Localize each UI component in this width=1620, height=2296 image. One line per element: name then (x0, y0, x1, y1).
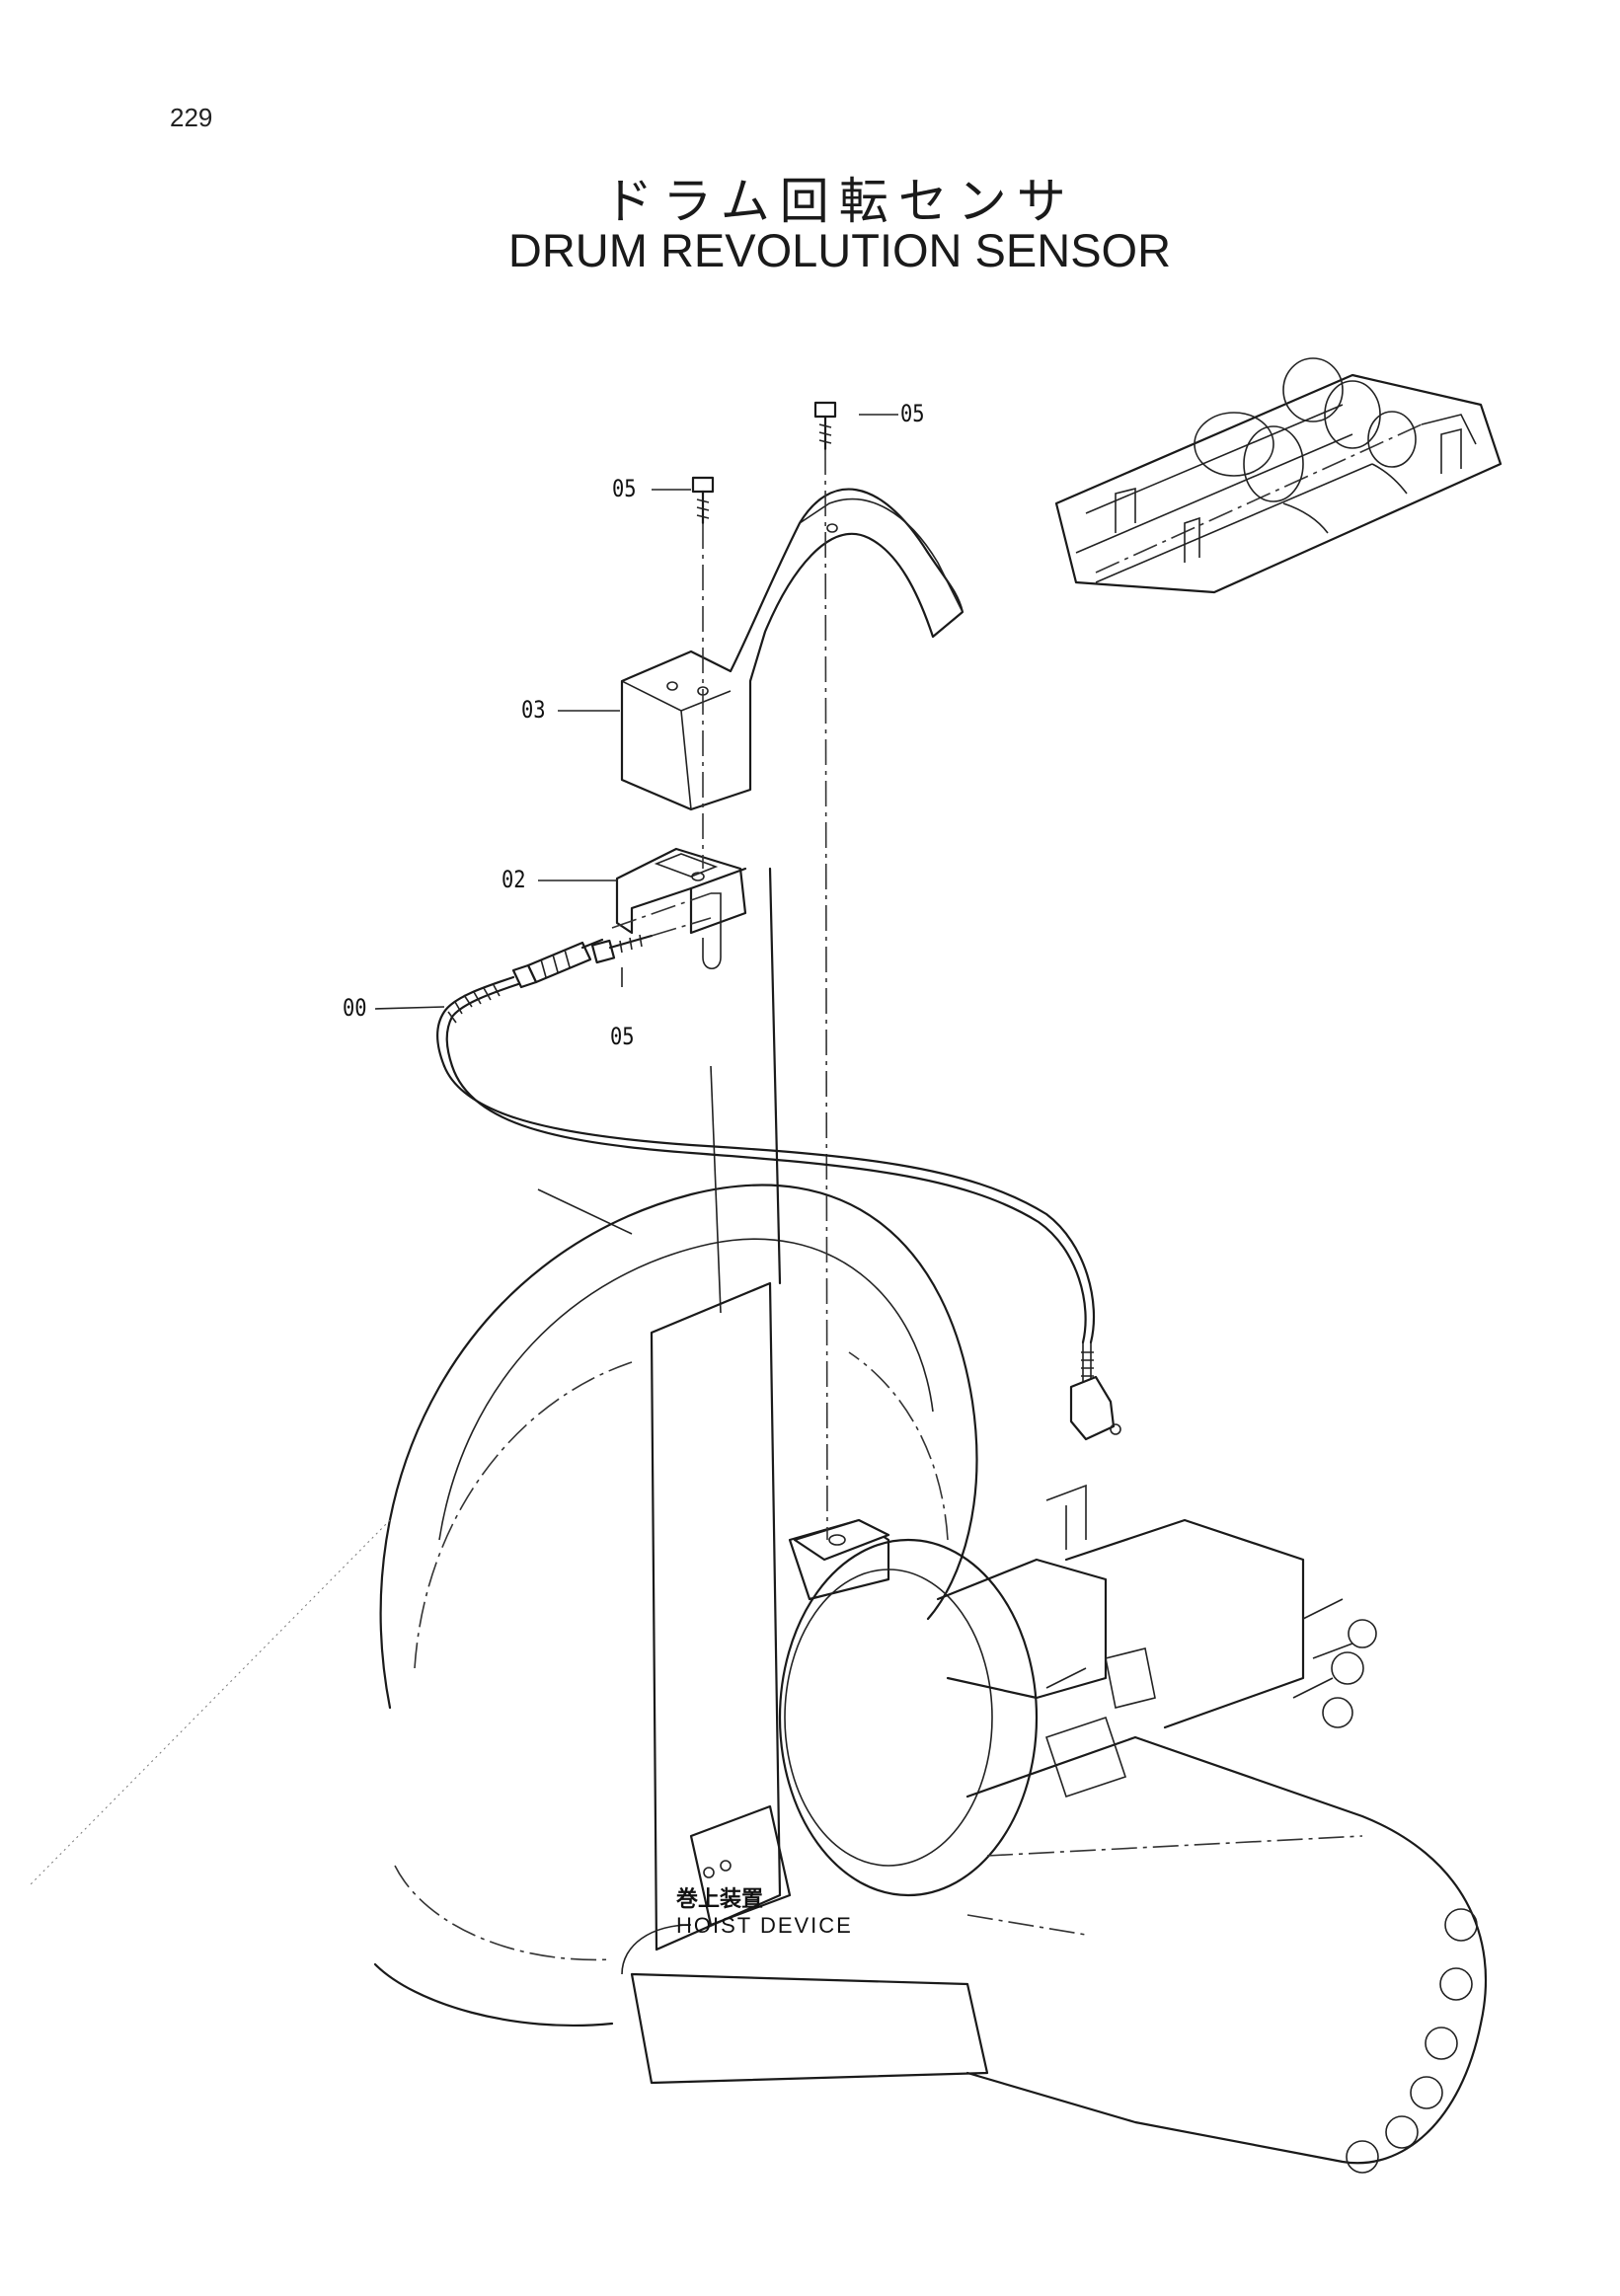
title-japanese: ドラム回転センサ (603, 173, 1076, 230)
callout-bolt-05-top: 05 (900, 400, 925, 427)
callout-sensor-00: 00 (343, 994, 367, 1022)
callout-cover-03: 03 (521, 696, 546, 724)
caption-japanese: 巻上装置 (676, 1887, 764, 1912)
revolution-sensor (436, 938, 1121, 1441)
bolt-top-right (813, 401, 837, 451)
leader-lines (374, 414, 898, 1010)
page-number: 229 (170, 103, 213, 132)
cover-bracket (620, 488, 964, 811)
overview-inset (1054, 357, 1503, 594)
title-english: DRUM REVOLUTION SENSOR (507, 224, 1172, 276)
mounting-plate (650, 867, 782, 1952)
callout-bracket-02: 02 (501, 866, 526, 893)
callout-bolt-05-bottom: 05 (610, 1023, 635, 1050)
hoist-motor-body (621, 1484, 1488, 2174)
sensor-bracket (615, 847, 747, 970)
hoist-drum (29, 1184, 978, 2028)
sensor-mount-block (793, 1518, 890, 1562)
callout-bolt-05-left: 05 (612, 475, 637, 502)
bolt-top-left (691, 476, 715, 525)
caption-english: HOIST DEVICE (676, 1913, 853, 1938)
bolt-bottom (590, 934, 654, 964)
